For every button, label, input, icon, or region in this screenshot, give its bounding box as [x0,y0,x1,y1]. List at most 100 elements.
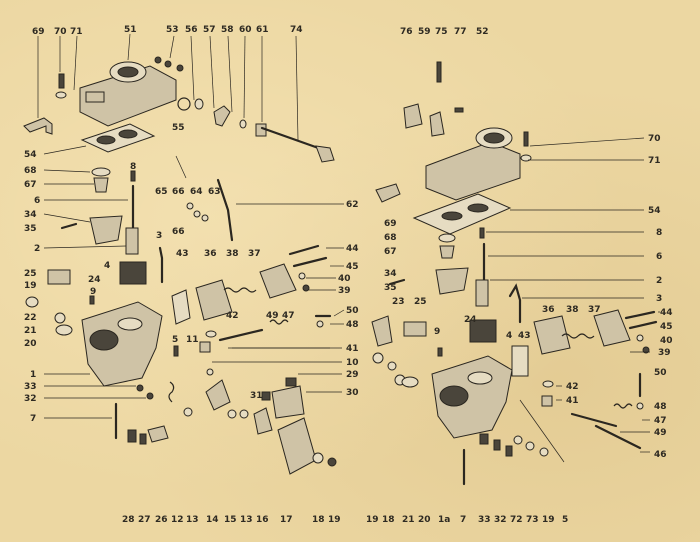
callout-label: 66 [172,187,185,197]
callout-label: 13 [240,515,253,525]
left-carburetor-assembly [23,56,337,475]
callout-label: 54 [24,150,37,160]
callout-label: 6 [34,196,40,206]
callout-label: 8 [130,162,136,172]
callout-label: 25 [414,297,427,307]
callout-label: 65 [155,187,168,197]
callout-label: 32 [494,515,507,525]
callout-label: 48 [346,320,359,330]
pump-cover-part [533,315,571,355]
callout-label: 54 [648,206,661,216]
callout-label: 21 [24,326,37,336]
callout-label: 37 [248,249,261,259]
jet-part [403,321,427,337]
callout-label: 38 [226,249,239,259]
diaphragm-gasket-part [511,345,529,377]
callout-label: 5 [562,515,568,525]
callout-label: 9 [90,287,96,297]
callout-label: 1a [438,515,450,525]
callout-label: 50 [346,306,359,316]
callout-label: 49 [266,311,279,321]
float-chamber [89,329,119,351]
spring-clip-part [177,97,191,111]
callout-label: 4 [506,331,512,341]
callout-label: 9 [434,327,440,337]
callout-label: 60 [239,25,252,35]
callout-label: 72 [510,515,523,525]
callout-label: 33 [478,515,491,525]
callout-label: 47 [654,416,667,426]
callout-label: 61 [256,25,269,35]
callout-label: 67 [24,180,37,190]
leader-lines [37,33,660,453]
callout-label: 43 [518,331,531,341]
callout-label: 51 [124,25,137,35]
callout-label: 17 [280,515,293,525]
callout-label: 67 [384,247,397,257]
callout-label: 34 [24,210,37,220]
callout-label: 12 [171,515,184,525]
callout-label: 69 [32,27,45,37]
pump-cover-part [195,279,233,321]
air-horn-inner [117,66,139,78]
callout-label: 8 [656,228,662,238]
callout-label: 1 [30,370,36,380]
callout-label: 71 [648,156,661,166]
callout-label: 2 [656,276,662,286]
callout-label: 34 [384,269,397,279]
callout-label: 11 [186,335,199,345]
callout-label: 3 [156,231,162,241]
callout-label: 5 [172,335,178,345]
jet-part [47,269,71,285]
callout-label: 55 [172,123,185,133]
callout-label: 45 [346,262,359,272]
callout-label: 4 [104,261,110,271]
callout-label: 3 [656,294,662,304]
callout-label: 25 [24,269,37,279]
linkage-rod-part [216,178,234,242]
callout-label: 23 [392,297,405,307]
callout-label: 41 [566,396,579,406]
callout-label: 58 [221,25,234,35]
callout-label: 16 [256,515,269,525]
callout-label: 26 [155,515,168,525]
callout-label: 47 [282,311,295,321]
clamp-part [403,103,423,129]
callout-labels: 69 70 71 51 53 56 57 58 60 61 74 55 54 6… [24,25,673,525]
callout-label: 14 [206,515,219,525]
callout-label: 71 [70,27,83,37]
callout-label: 53 [166,25,179,35]
callout-label: 19 [24,281,37,291]
callout-label: 42 [566,382,579,392]
callout-label: 21 [402,515,415,525]
callout-label: 19 [328,515,341,525]
callout-label: 41 [346,344,359,354]
callout-label: 36 [542,305,555,315]
carburetor-top-cover [79,65,177,127]
callout-label: 77 [454,27,467,37]
callout-label: 50 [654,368,667,378]
callout-label: 70 [54,27,67,37]
callout-label: 56 [185,25,198,35]
callout-label: 69 [384,219,397,229]
callout-label: 37 [588,305,601,315]
callout-label: 46 [654,450,667,460]
callout-label: 76 [400,27,413,37]
callout-label: 30 [346,388,359,398]
callout-label: 22 [24,313,37,323]
right-carburetor-assembly [371,61,658,486]
screw-part [58,73,65,89]
callout-label: 27 [138,515,151,525]
callout-label: 40 [660,336,673,346]
callout-label: 57 [203,25,216,35]
throttle-lever-part [271,385,305,419]
callout-label: 7 [460,515,466,525]
callout-label: 18 [382,515,395,525]
callout-label: 24 [464,315,477,325]
callout-label: 44 [346,244,359,254]
callout-label: 73 [526,515,539,525]
callout-label: 62 [346,200,359,210]
callout-label: 64 [190,187,203,197]
callout-label: 36 [204,249,217,259]
